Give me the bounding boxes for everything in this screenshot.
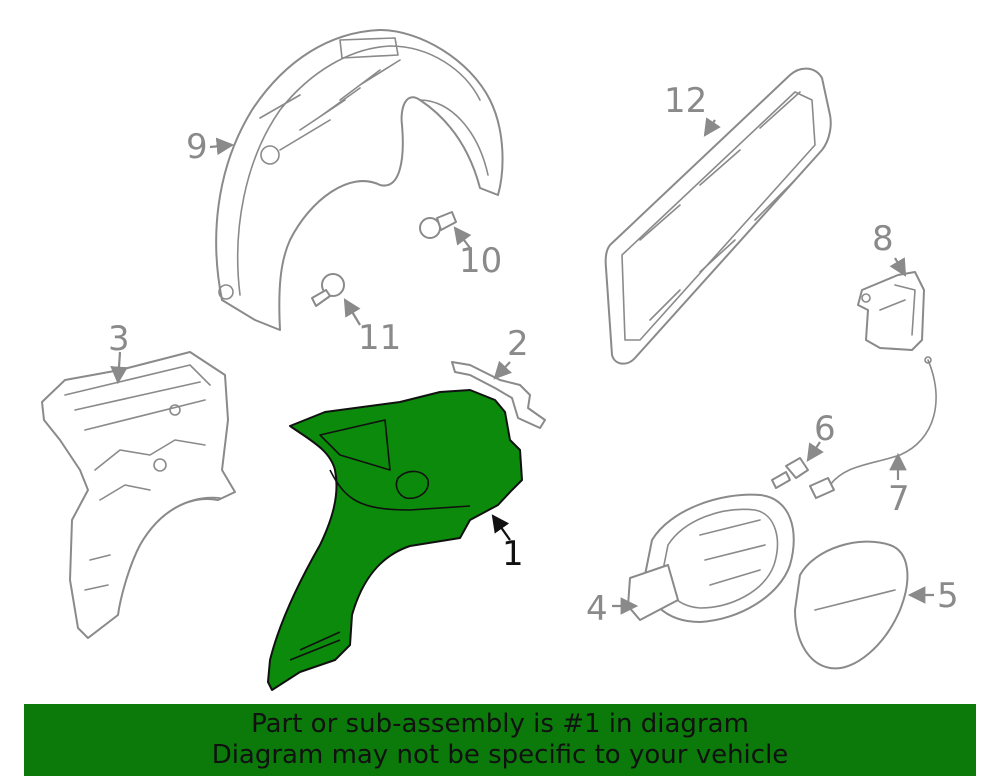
callout-5: 5 (937, 576, 959, 616)
callout-10: 10 (459, 241, 502, 281)
fuel-housing-4-part (627, 493, 795, 623)
banner-line-2: Diagram may not be specific to your vehi… (211, 740, 789, 770)
info-banner: Part or sub-assembly is #1 in diagram Di… (24, 704, 976, 776)
wheel-liner-part (215, 29, 504, 331)
bolt-6-part (771, 457, 809, 489)
callout-8: 8 (872, 219, 894, 259)
callout-11: 11 (358, 318, 401, 358)
bracket-2-part (451, 361, 546, 429)
callout-2: 2 (507, 324, 529, 364)
pin-11-part (311, 273, 345, 307)
fuel-door-5-part (794, 540, 909, 670)
actuator-8-part (857, 271, 925, 351)
callout-7: 7 (888, 479, 910, 519)
callout-3: 3 (108, 319, 130, 359)
leader-lines (110, 117, 934, 615)
callout-9: 9 (186, 127, 208, 167)
release-cable-part (809, 356, 937, 499)
inner-panel-3-part (41, 351, 236, 639)
quarter-panel-1-part (267, 389, 523, 691)
callout-4: 4 (586, 589, 608, 629)
trunk-panel-part (604, 67, 832, 365)
callout-6: 6 (814, 409, 836, 449)
callout-1: 1 (502, 534, 524, 574)
clip-10-part (419, 211, 457, 239)
callout-12: 12 (664, 81, 707, 121)
banner-line-1: Part or sub-assembly is #1 in diagram (251, 709, 749, 739)
